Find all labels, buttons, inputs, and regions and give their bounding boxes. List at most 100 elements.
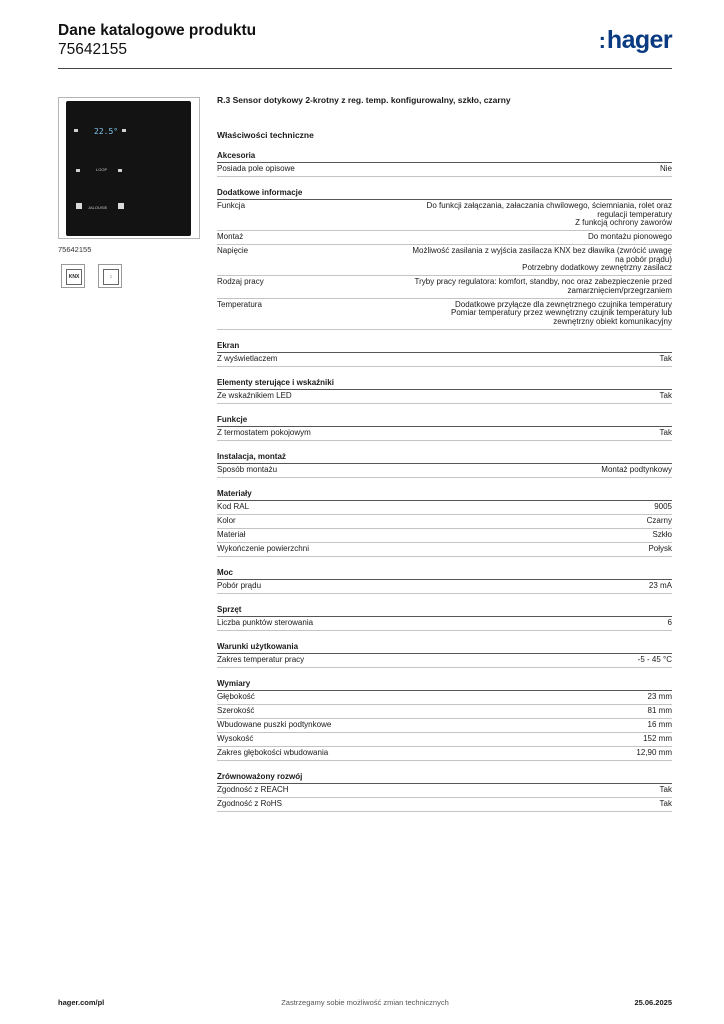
spec-value: 23 mA — [347, 581, 672, 591]
spec-value: Tak — [347, 784, 672, 795]
device-button-icon — [118, 203, 124, 209]
spec-row: Materiał Szkło — [217, 529, 672, 543]
spec-value: 16 mm — [347, 720, 672, 730]
product-name: R.3 Sensor dotykowy 2-krotny z reg. temp… — [217, 95, 511, 105]
spec-value: Połysk — [347, 544, 672, 554]
device-loop-label: LOOP — [96, 167, 108, 172]
spec-value-line: 23 mm — [647, 691, 672, 701]
spec-value: Tak — [347, 354, 672, 364]
section-gap — [217, 177, 672, 188]
spec-label: Z wyświetlaczem — [217, 353, 278, 363]
spec-value-line: Do funkcji załączania, załaczania chwilo… — [426, 201, 672, 210]
spec-label: Temperatura — [217, 299, 262, 309]
spec-value-line: 81 mm — [647, 705, 672, 715]
spec-value-line: Możliwość zasilania z wyjścia zasilacza … — [412, 246, 672, 255]
spec-value: Tryby pracy regulatora: komfort, standby… — [347, 277, 672, 295]
section-gap — [217, 478, 672, 489]
spec-label: Rodzaj pracy — [217, 277, 264, 286]
spec-value-line: Dodatkowe przyłącze dla zewnętrznego czu… — [455, 299, 672, 309]
footer-website: hager.com/pl — [58, 998, 105, 1007]
section-title: Elementy sterujące i wskaźniki — [217, 378, 672, 390]
device-led-icon — [118, 169, 122, 172]
spec-label: Ze wskaźnikiem LED — [217, 390, 292, 400]
spec-value: Do funkcji załączania, załaczania chwilo… — [347, 201, 672, 228]
spec-value: Montaż podtynkowy — [347, 465, 672, 475]
spec-row: Zakres temperatur pracy-5 - 45 °C — [217, 654, 672, 668]
spec-row: Wysokość 152 mm — [217, 733, 672, 747]
spec-content: R.3 Sensor dotykowy 2-krotny z reg. temp… — [217, 95, 672, 812]
spec-row: Temperatura Dodatkowe przyłącze dla zewnę… — [217, 299, 672, 330]
section-title: Sprzęt — [217, 605, 672, 617]
section-gap — [217, 330, 672, 341]
spec-label: Wbudowane puszki podtynkowe — [217, 719, 332, 729]
section-title: Zrównoważony rozwój — [217, 772, 672, 784]
footer-date: 25.06.2025 — [634, 998, 672, 1007]
spec-label: Szerokość — [217, 705, 255, 715]
spec-value: Tak — [347, 798, 672, 809]
spec-value-line: Pomiar temperatury przez wewnętrzny czuj… — [451, 308, 672, 317]
spec-value: Tak — [347, 391, 672, 401]
spec-label: Materiał — [217, 529, 246, 539]
spec-label: Posiada pole opisowe — [217, 164, 295, 173]
footer-disclaimer: Zastrzegamy sobie możliwość zmian techni… — [281, 998, 449, 1007]
spec-value-line: Z funkcją ochrony zaworów — [575, 218, 672, 227]
spec-value: 12,90 mm — [347, 747, 672, 758]
spec-value-line: Do montażu pionowego — [587, 232, 672, 241]
section-title: Moc — [217, 568, 672, 580]
spec-value: 6 — [347, 618, 672, 628]
device-button-icon — [76, 203, 82, 209]
logo-text: hager — [606, 26, 673, 54]
spec-label: Zgodność z REACH — [217, 784, 289, 794]
spec-value: Możliwość zasilania z wyjścia zasilacza … — [347, 246, 672, 273]
section-title: Instalacja, montaż — [217, 452, 672, 464]
spec-row: Szerokość 81 mm — [217, 705, 672, 719]
spec-value-line: 152 mm — [643, 733, 672, 743]
spec-value-line: 12,90 mm — [636, 747, 672, 757]
section-gap — [217, 631, 672, 642]
spec-row: Z termostatem pokojowym Tak — [217, 427, 672, 441]
spec-value: Szkło — [347, 530, 672, 540]
section-gap — [217, 594, 672, 605]
spec-value: 9005 — [347, 502, 672, 512]
knx-pictogram-label: KNX — [66, 269, 82, 285]
spec-row: Zgodność z RoHS Tak — [217, 798, 672, 812]
section-gap — [217, 404, 672, 415]
spec-value: Tak — [347, 428, 672, 438]
knx-pictogram: KNX — [61, 264, 85, 288]
spec-label: Wysokość — [217, 733, 254, 743]
device-jalousie-label: JALOUSIE — [88, 205, 108, 210]
product-code-caption: 75642155 — [58, 245, 92, 254]
spec-label: Sposób montażu — [217, 464, 278, 474]
section-gap — [217, 668, 672, 679]
section-title: Akcesoria — [217, 151, 672, 163]
spec-label: Zgodność z RoHS — [217, 798, 282, 808]
spec-value-line: zamarznięciem/przegrzaniem — [567, 285, 672, 295]
spec-value: 23 mm — [347, 691, 672, 702]
spec-value-line: Tak — [659, 784, 672, 794]
section-gap — [217, 441, 672, 452]
section-title: Warunki użytkowania — [217, 642, 672, 654]
spec-value-line: Tak — [659, 798, 672, 808]
device-led-icon — [122, 129, 126, 132]
spec-row: Rodzaj pracy Tryby pracy regulatora: komf… — [217, 276, 672, 299]
spec-value: Czarny — [347, 516, 672, 526]
section-gap — [217, 761, 672, 772]
section-title: Wymiary — [217, 679, 672, 691]
product-number: 75642155 — [58, 41, 127, 58]
spec-row: Sposób montażu Montaż podtynkowy — [217, 464, 672, 478]
spec-label: Z termostatem pokojowym — [217, 427, 311, 437]
spec-value: Do montażu pionowego — [347, 232, 672, 242]
